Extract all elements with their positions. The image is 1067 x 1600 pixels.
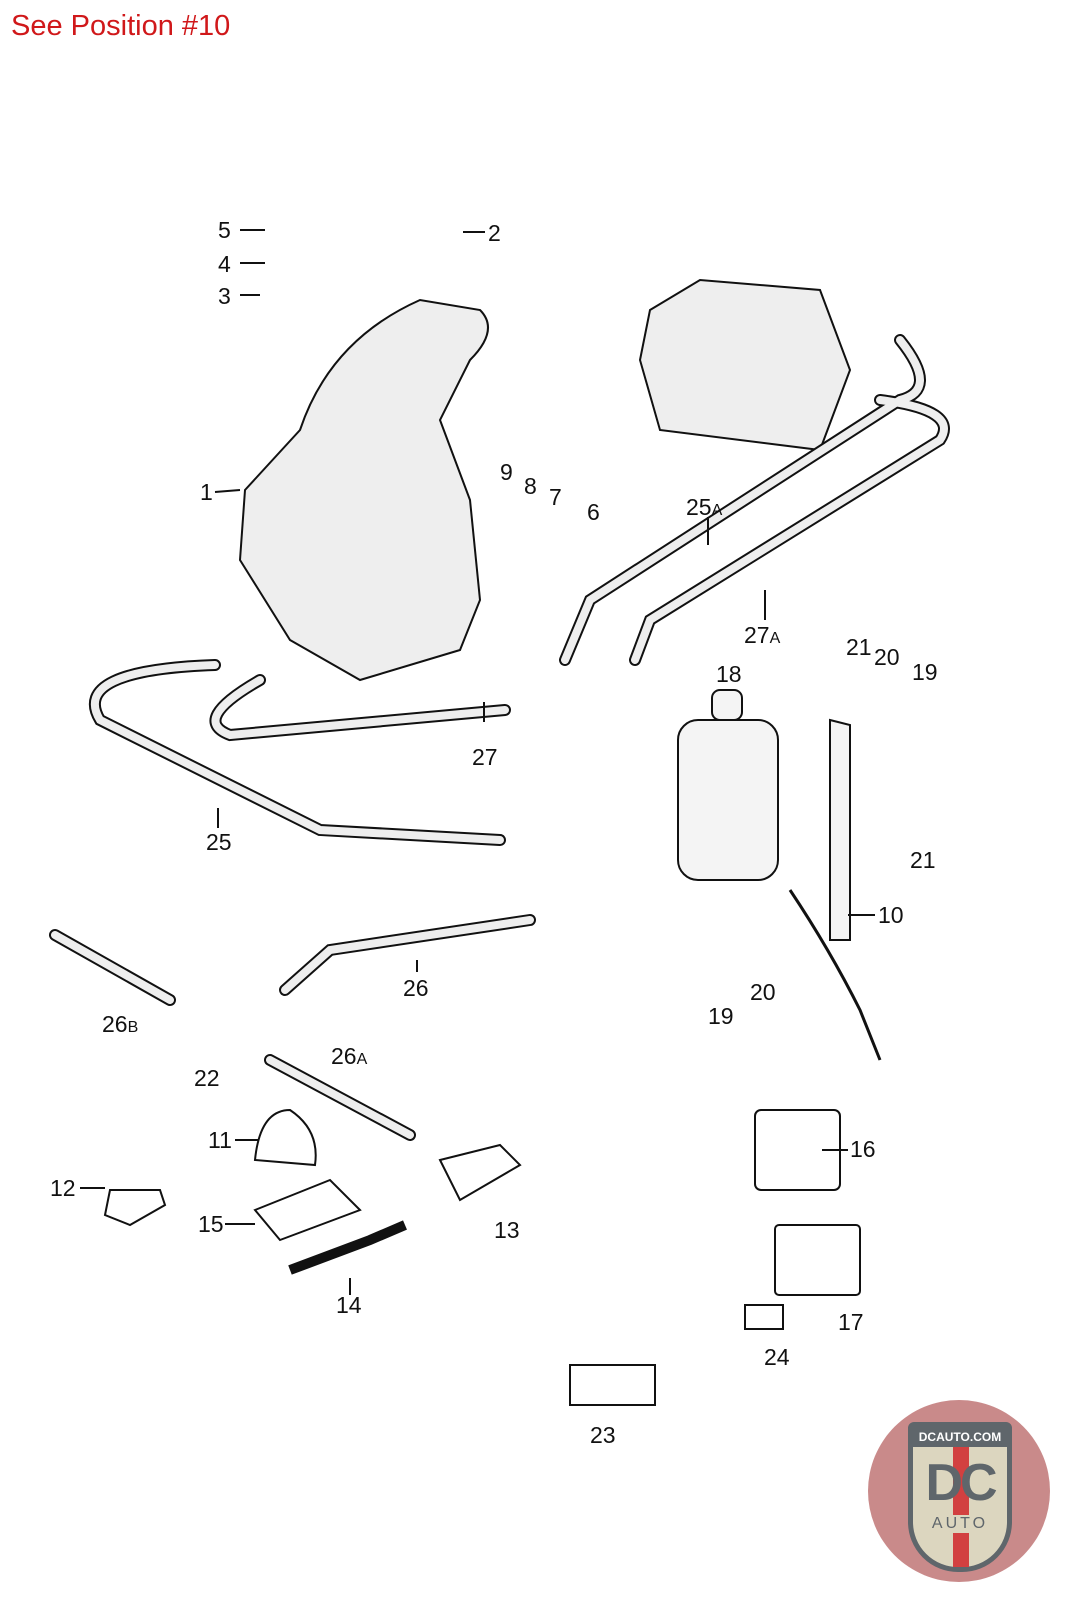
- callout-5: 5: [218, 217, 231, 243]
- callout-1: 1: [200, 479, 213, 505]
- connector: [744, 1304, 784, 1330]
- pump-bracket-top[interactable]: [638, 278, 852, 452]
- nozzle-cap: [253, 1108, 317, 1167]
- callout-labels: 5 4 3 2 1 9 8 7 6 25A 27A 18 21 20 19 27…: [50, 217, 938, 1448]
- relay-socket: [774, 1224, 861, 1296]
- callout-19b: 19: [708, 1003, 734, 1029]
- callout-25a: 25A: [686, 494, 723, 520]
- callout-3: 3: [218, 283, 231, 309]
- callout-17: 17: [838, 1309, 864, 1335]
- callout-13: 13: [494, 1217, 520, 1243]
- callout-9: 9: [500, 459, 513, 485]
- reservoir-tank[interactable]: [238, 298, 489, 682]
- callout-7: 7: [549, 484, 562, 510]
- small-parts[interactable]: [103, 1108, 861, 1406]
- hose-25: [89, 659, 506, 846]
- position-note: See Position #10: [11, 10, 231, 42]
- callout-27: 27: [472, 744, 498, 770]
- logo-sub: AUTO: [917, 1515, 1003, 1533]
- callout-20b: 20: [750, 979, 776, 1005]
- callout-14: 14: [336, 1292, 362, 1318]
- check-valve: [438, 1143, 522, 1202]
- callout-25: 25: [206, 829, 232, 855]
- callout-26b: 26B: [102, 1011, 138, 1037]
- callout-24: 24: [764, 1344, 790, 1370]
- callout-20a: 20: [874, 644, 900, 670]
- callout-18: 18: [716, 661, 742, 687]
- logo-mark: DC: [925, 1454, 997, 1512]
- callout-22: 22: [194, 1065, 220, 1091]
- callout-4: 4: [218, 251, 231, 277]
- callout-23: 23: [590, 1422, 616, 1448]
- washer-pump[interactable]: [677, 689, 851, 941]
- callout-19a: 19: [912, 659, 938, 685]
- pump-wire: [788, 889, 882, 1061]
- housing: [569, 1364, 656, 1406]
- callout-12: 12: [50, 1175, 76, 1201]
- callout-8: 8: [524, 473, 537, 499]
- callout-2: 2: [488, 220, 501, 246]
- callout-16: 16: [850, 1136, 876, 1162]
- callout-11: 11: [208, 1127, 232, 1153]
- logo-shield: DCAUTO.COM DC AUTO: [908, 1422, 1012, 1572]
- clip: [253, 1178, 362, 1242]
- callout-26a: 26A: [331, 1043, 368, 1069]
- dcauto-logo: DCAUTO.COM DC AUTO: [868, 1400, 1050, 1582]
- logo-stripe: [953, 1447, 969, 1567]
- callout-15: 15: [198, 1211, 224, 1237]
- leader-lines: [80, 229, 875, 1295]
- logo-site: DCAUTO.COM: [913, 1427, 1007, 1447]
- callout-6: 6: [587, 499, 600, 525]
- callout-26: 26: [403, 975, 429, 1001]
- gasket: [103, 1189, 167, 1227]
- callout-27a: 27A: [744, 622, 781, 648]
- callout-21a: 21: [846, 634, 872, 660]
- callout-10: 10: [878, 902, 904, 928]
- callout-21b: 21: [910, 847, 936, 873]
